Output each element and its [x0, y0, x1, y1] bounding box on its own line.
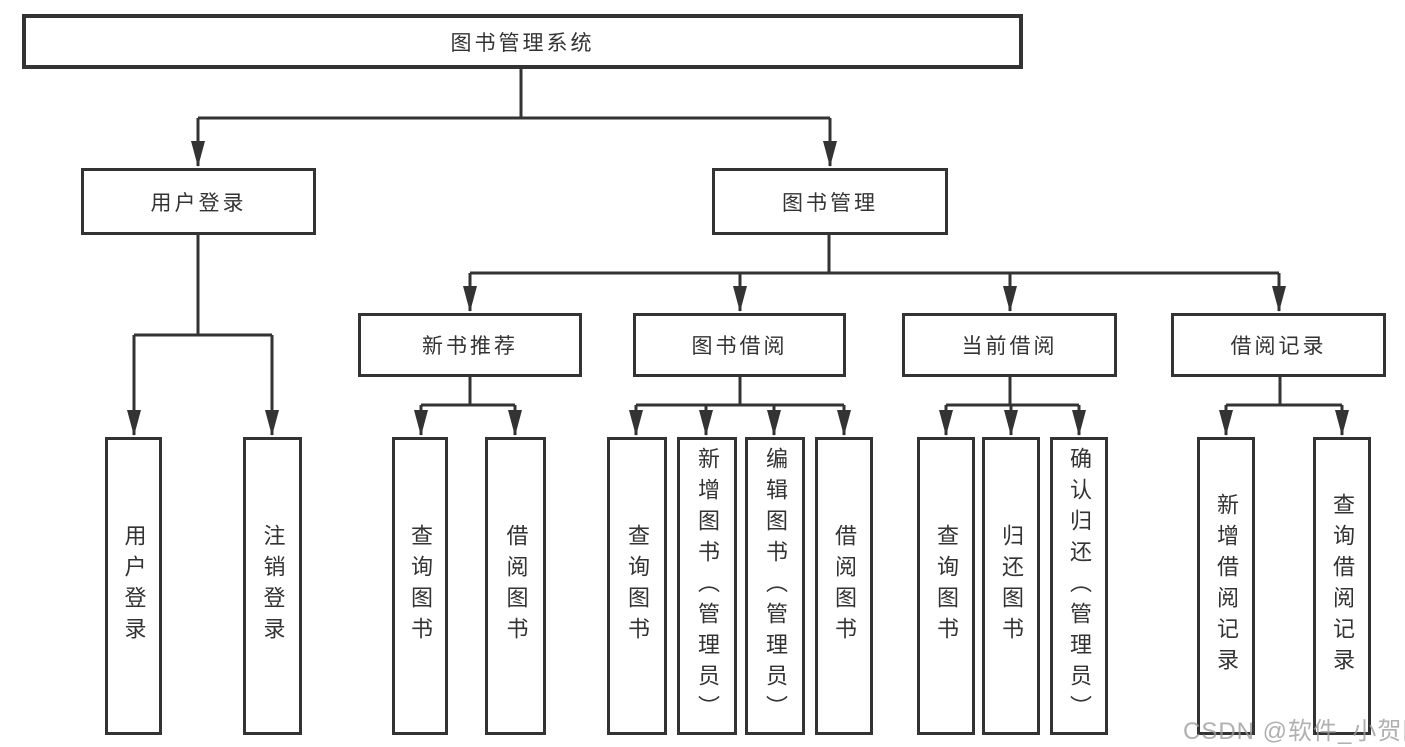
node-label: 查询图书	[625, 524, 650, 648]
node-label: 当前借阅	[961, 335, 1058, 358]
node-label: 图书管理系统	[450, 31, 595, 55]
leaf-borrow-books: 借阅图书	[815, 437, 873, 735]
leaf-add-borrow-record: 新增借阅记录	[1197, 437, 1255, 735]
node-label: 注销登录	[260, 524, 286, 648]
node-label: 借阅图书	[503, 524, 529, 648]
node-label: 图书借阅	[691, 335, 788, 358]
node-label: 编辑图书（管理员）	[763, 446, 788, 726]
node-label: 用户登录	[121, 524, 147, 648]
leaf-add-book-admin: 新增图书（管理员）	[677, 437, 737, 735]
node-user-login-module: 用户登录	[81, 168, 316, 235]
node-label: 查询图书	[408, 524, 433, 648]
node-label: 图书管理	[782, 191, 878, 215]
leaf-query-books-recommend: 查询图书	[392, 437, 448, 735]
leaf-borrow-books-recommend: 借阅图书	[485, 437, 546, 735]
node-library-management-system: 图书管理系统	[22, 14, 1023, 69]
node-book-management-module: 图书管理	[712, 168, 948, 235]
node-label: 借阅图书	[832, 524, 857, 648]
node-label: 用户登录	[150, 191, 247, 215]
node-borrowing-records: 借阅记录	[1171, 313, 1386, 377]
leaf-edit-book-admin: 编辑图书（管理员）	[745, 437, 805, 735]
node-label: 新增图书（管理员）	[695, 446, 720, 726]
node-label: 查询借阅记录	[1330, 493, 1355, 679]
leaf-confirm-return-admin: 确认归还（管理员）	[1050, 437, 1108, 735]
node-new-book-recommendation: 新书推荐	[358, 313, 582, 377]
leaf-query-books-borrowing: 查询图书	[607, 437, 667, 735]
node-label: 查询图书	[934, 524, 959, 648]
node-label: 借阅记录	[1230, 335, 1327, 358]
leaf-query-books-current: 查询图书	[917, 437, 975, 735]
node-book-borrowing: 图书借阅	[633, 313, 846, 377]
node-label: 新书推荐	[422, 335, 518, 358]
leaf-logout: 注销登录	[243, 437, 302, 735]
node-label: 归还图书	[999, 524, 1024, 648]
csdn-watermark: CSDN @软件_小贺同学	[1183, 718, 1405, 745]
leaf-return-books: 归还图书	[982, 437, 1040, 735]
node-label: 新增借阅记录	[1214, 493, 1239, 679]
node-current-borrowing: 当前借阅	[902, 313, 1117, 377]
leaf-query-borrow-record: 查询借阅记录	[1313, 437, 1371, 735]
leaf-user-login: 用户登录	[105, 437, 162, 735]
node-label: 确认归还（管理员）	[1067, 446, 1092, 726]
